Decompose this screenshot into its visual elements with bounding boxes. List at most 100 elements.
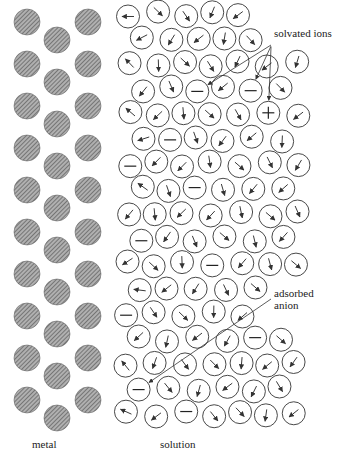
solvent-circle bbox=[211, 129, 234, 152]
dipole-arrow bbox=[223, 383, 233, 390]
dipole-arrow bbox=[181, 256, 182, 268]
dipole-arrow bbox=[125, 59, 133, 68]
solvent-circle bbox=[183, 176, 206, 199]
dipole-arrow bbox=[149, 262, 158, 270]
solvent-circle bbox=[128, 279, 151, 302]
dipole-arrow bbox=[169, 81, 174, 92]
dipole-arrow bbox=[276, 381, 282, 391]
dipole-arrow bbox=[192, 236, 197, 247]
solvent-circle bbox=[259, 253, 282, 276]
charge-sign bbox=[180, 411, 192, 412]
dipole-arrow bbox=[125, 210, 133, 219]
solvent-circle bbox=[172, 305, 195, 328]
dipole-arrow bbox=[177, 209, 186, 217]
dipole-arrow bbox=[126, 108, 135, 116]
solvent-circle bbox=[282, 402, 305, 425]
solvent-circle bbox=[272, 225, 295, 248]
metal-atom bbox=[75, 135, 101, 161]
leader-line bbox=[256, 46, 271, 79]
dipole-arrow bbox=[194, 132, 198, 143]
charge-sign bbox=[245, 90, 257, 91]
dipole-arrow bbox=[197, 385, 200, 397]
metal-atom bbox=[14, 345, 40, 371]
dipole-arrow bbox=[210, 360, 218, 369]
metal-atom bbox=[14, 219, 40, 245]
charge-sign bbox=[189, 187, 201, 188]
solvent-circle bbox=[119, 101, 142, 124]
solvent-circle bbox=[170, 202, 193, 225]
solvent-circle bbox=[186, 325, 209, 348]
dipole-arrow bbox=[153, 111, 162, 119]
dipole-arrow bbox=[233, 12, 243, 19]
leader-line bbox=[208, 45, 271, 85]
dipole-arrow bbox=[213, 306, 214, 318]
solvent-circle bbox=[146, 104, 169, 127]
dipole-arrow bbox=[291, 261, 300, 269]
metal-atom bbox=[14, 387, 40, 413]
charge-sign bbox=[133, 389, 145, 390]
solvent-circle bbox=[127, 378, 150, 401]
solvent-circle bbox=[239, 29, 262, 52]
dipole-arrow bbox=[220, 233, 229, 241]
dipole-arrow bbox=[167, 185, 171, 196]
dipole-arrow bbox=[209, 156, 211, 168]
solvent-circle bbox=[258, 151, 281, 174]
dipole-arrow bbox=[210, 7, 215, 18]
solvent-circle bbox=[114, 400, 137, 423]
solvent-circle bbox=[199, 204, 222, 227]
dipole-arrow bbox=[249, 184, 257, 193]
solvent-circle bbox=[272, 177, 295, 200]
dipole-arrow bbox=[218, 83, 227, 91]
solvent-circle bbox=[187, 27, 210, 50]
callout-label: solvated ions bbox=[274, 27, 334, 39]
dipole-arrow bbox=[224, 284, 229, 295]
solvent-circle bbox=[198, 150, 221, 173]
metal-atom bbox=[14, 9, 40, 35]
solvent-circle bbox=[213, 27, 236, 50]
solvent-circle bbox=[254, 404, 277, 427]
dipole-arrow bbox=[263, 362, 272, 370]
solvent-circle bbox=[118, 52, 141, 75]
solvent-circle bbox=[255, 55, 278, 78]
solvent-circle bbox=[282, 350, 305, 373]
solvent-circle bbox=[228, 155, 251, 178]
leader-line bbox=[149, 299, 271, 383]
dipole-arrow bbox=[123, 258, 133, 265]
metal-atom bbox=[75, 177, 101, 203]
solvent-circle bbox=[160, 28, 183, 51]
dipole-arrow bbox=[210, 412, 217, 421]
solvent-circle bbox=[239, 79, 262, 102]
dipole-arrow bbox=[207, 61, 213, 71]
charge-sign bbox=[249, 337, 261, 338]
solvent-circle bbox=[226, 50, 249, 73]
solvent-circle bbox=[143, 351, 166, 374]
solvent-circle bbox=[271, 130, 294, 153]
solvent-circle bbox=[175, 400, 198, 423]
solvent-circle bbox=[117, 5, 140, 28]
dipole-arrow bbox=[179, 312, 188, 320]
solvent-circle bbox=[184, 126, 207, 149]
dipole-arrow bbox=[205, 110, 214, 118]
metal-atom bbox=[44, 237, 70, 263]
metal-atom bbox=[75, 219, 101, 245]
region-label: metal bbox=[32, 438, 92, 450]
solvent-circle bbox=[171, 155, 194, 178]
dipole-arrow bbox=[221, 184, 224, 196]
dipole-arrow bbox=[295, 160, 301, 170]
dipole-arrow bbox=[183, 107, 184, 119]
solvent-circle bbox=[256, 354, 279, 377]
dipole-arrow bbox=[294, 112, 304, 119]
charge-sign bbox=[206, 265, 218, 266]
dipole-arrow bbox=[279, 184, 288, 192]
dipole-arrow bbox=[153, 357, 157, 368]
solvent-circle bbox=[270, 328, 293, 351]
leader-lines bbox=[149, 45, 271, 383]
dipole-arrow bbox=[136, 35, 147, 41]
solvent-circle bbox=[175, 5, 198, 28]
solvent-circle bbox=[132, 80, 155, 103]
dipole-arrow bbox=[267, 157, 272, 168]
dipole-arrow bbox=[181, 58, 190, 66]
metal-atom bbox=[75, 387, 101, 413]
dipole-arrow bbox=[238, 259, 246, 268]
solvent-circle bbox=[216, 329, 239, 352]
